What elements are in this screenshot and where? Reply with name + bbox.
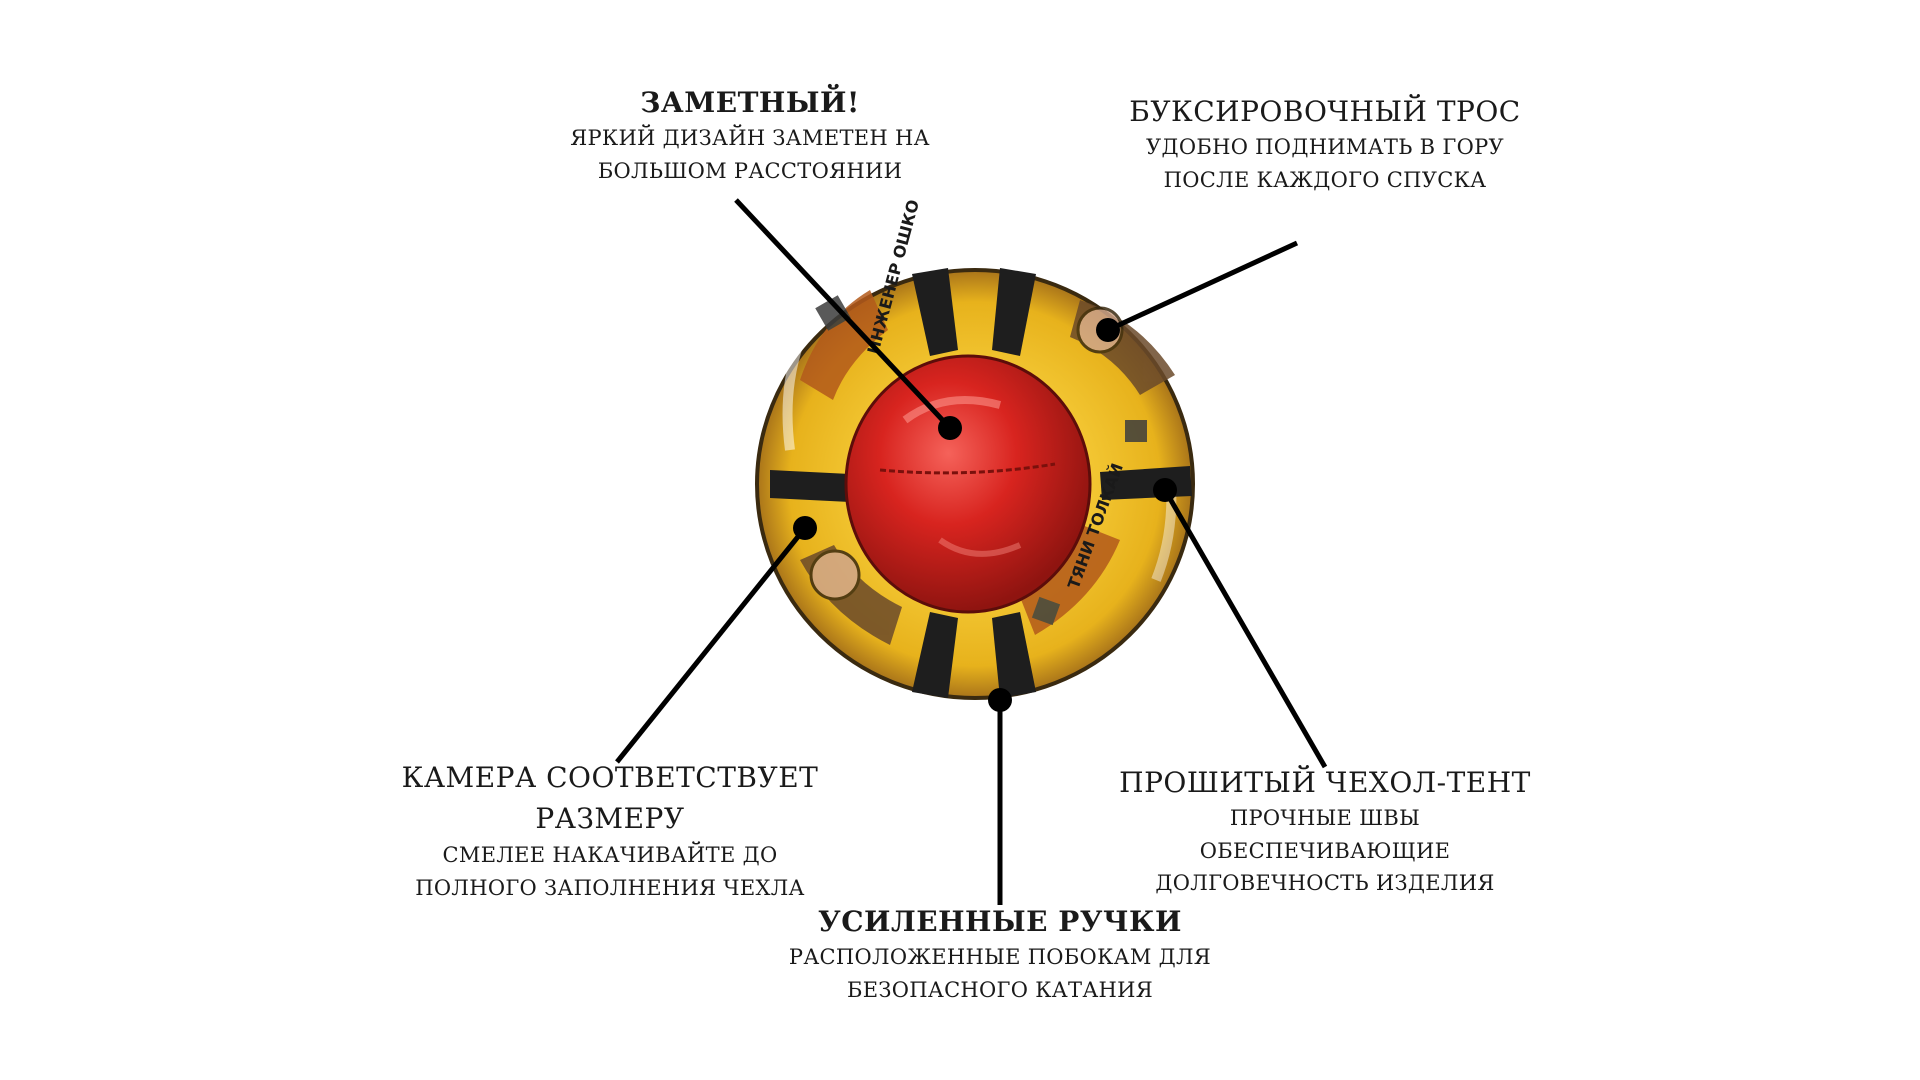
- callout-tow-rope: БУКСИРОВОЧНЫЙ ТРОС УДОБНО ПОДНИМАТЬ В ГО…: [1110, 92, 1540, 196]
- dot-rope: [1096, 318, 1120, 342]
- pointer-rope: [1106, 240, 1299, 333]
- callout-camera-size-desc: СМЕЛЕЕ НАКАЧИВАЙТЕ ДО ПОЛНОГО ЗАПОЛНЕНИЯ…: [415, 843, 805, 900]
- callout-stitched-cover: ПРОШИТЫЙ ЧЕХОЛ-ТЕНТ ПРОЧНЫЕ ШВЫ ОБЕСПЕЧИ…: [1110, 763, 1540, 900]
- callout-stitched-cover-title: ПРОШИТЫЙ ЧЕХОЛ-ТЕНТ: [1119, 766, 1531, 799]
- callout-stitched-cover-desc: ПРОЧНЫЕ ШВЫ ОБЕСПЕЧИВАЮЩИЕ ДОЛГОВЕЧНОСТЬ…: [1155, 806, 1495, 896]
- pointer-lines: [615, 198, 1328, 905]
- callout-camera-size-title: КАМЕРА СООТВЕТСТВУЕТ РАЗМЕРУ: [401, 761, 819, 835]
- tube-seat: [844, 354, 1092, 614]
- callout-visible-desc: ЯРКИЙ ДИЗАЙН ЗАМЕТЕН НА БОЛЬШОМ РАССТОЯН…: [570, 126, 930, 183]
- tube-straps: [770, 268, 1192, 698]
- callout-handles-desc: РАСПОЛОЖЕННЫЕ ПОБОКАМ ДЛЯ БЕЗОПАСНОГО КА…: [788, 945, 1212, 1002]
- dot-size: [793, 516, 817, 540]
- callout-tow-rope-desc: УДОБНО ПОДНИМАТЬ В ГОРУ ПОСЛЕ КАЖДОГО СП…: [1145, 135, 1504, 192]
- callout-visible-title: ЗАМЕТНЫЙ!: [640, 86, 860, 119]
- callout-visible: ЗАМЕТНЫЙ! ЯРКИЙ ДИЗАЙН ЗАМЕТЕН НА БОЛЬШО…: [510, 83, 990, 187]
- callout-handles-title: УСИЛЕННЫЕ РУЧКИ: [818, 905, 1182, 938]
- pointer-visible: [734, 198, 952, 430]
- dot-cover: [1153, 478, 1177, 502]
- dot-visible: [938, 416, 962, 440]
- callout-camera-size: КАМЕРА СООТВЕТСТВУЕТ РАЗМЕРУ СМЕЛЕЕ НАКА…: [380, 758, 840, 904]
- callout-tow-rope-title: БУКСИРОВОЧНЫЙ ТРОС: [1129, 95, 1521, 128]
- pointer-cover: [1162, 488, 1328, 769]
- pointer-size: [615, 526, 807, 764]
- dot-handles: [988, 688, 1012, 712]
- callout-reinforced-handles: УСИЛЕННЫЕ РУЧКИ РАСПОЛОЖЕННЫЕ ПОБОКАМ ДЛ…: [760, 902, 1240, 1006]
- pointer-dots: [793, 318, 1177, 712]
